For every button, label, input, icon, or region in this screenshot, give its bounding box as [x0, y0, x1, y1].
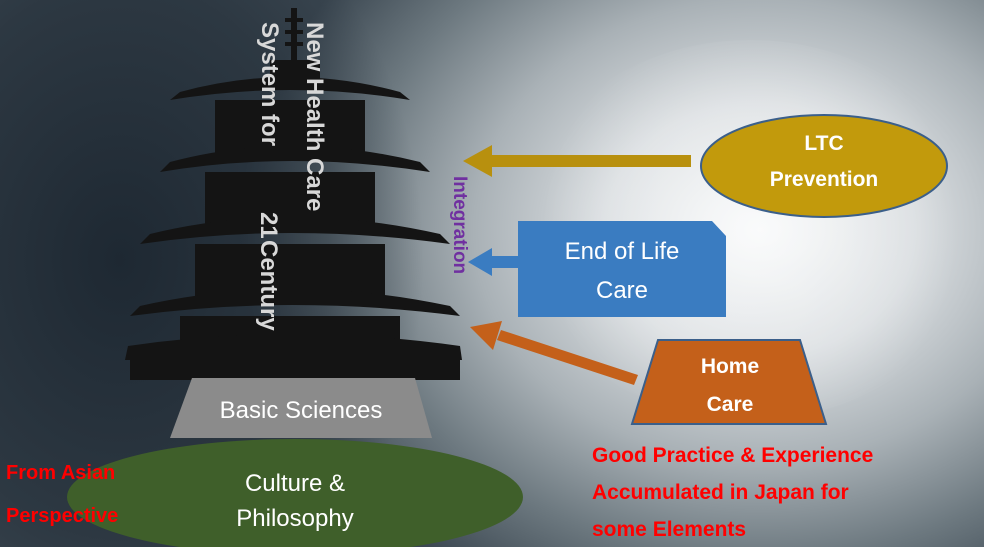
integration-label: Integration — [449, 176, 470, 275]
home-care-label-line1: Home — [700, 355, 760, 378]
end-of-life-shape — [518, 221, 726, 317]
ltc-label-line2: Prevention — [769, 168, 879, 191]
note-line2: Accumulated in Japan for — [592, 481, 849, 504]
culture-philosophy-shape — [67, 439, 523, 547]
culture-philosophy-line1: Culture & — [244, 470, 346, 497]
home-care-label-line2: Care — [706, 393, 754, 416]
tower-title-line3a: 21 — [255, 212, 282, 239]
tower-title-line1: New Health Care — [301, 22, 328, 212]
ltc-prevention-shape — [700, 114, 948, 218]
basic-sciences-shape — [170, 378, 432, 438]
culture-philosophy-line2: Philosophy — [236, 505, 354, 532]
side-note-line2: Perspective — [6, 505, 119, 527]
ltc-arrow — [463, 145, 691, 177]
ltc-label-line1: LTC — [804, 132, 844, 155]
end-of-life-label-line2: Care — [595, 277, 649, 304]
basic-sciences-label: Basic Sciences — [219, 397, 383, 424]
home-care-arrow — [470, 321, 638, 385]
home-care-shape — [630, 339, 828, 425]
pagoda-icon — [125, 8, 462, 380]
end-of-life-label-line1: End of Life — [564, 238, 680, 265]
note-line3: some Elements — [592, 518, 747, 541]
tower-title-line2: System for — [256, 22, 283, 147]
tower-title-line3b: Century — [255, 240, 282, 331]
note-line1: Good Practice & Experience — [592, 444, 874, 467]
side-note-line1: From Asian — [6, 462, 116, 484]
end-of-life-arrow — [468, 248, 518, 276]
